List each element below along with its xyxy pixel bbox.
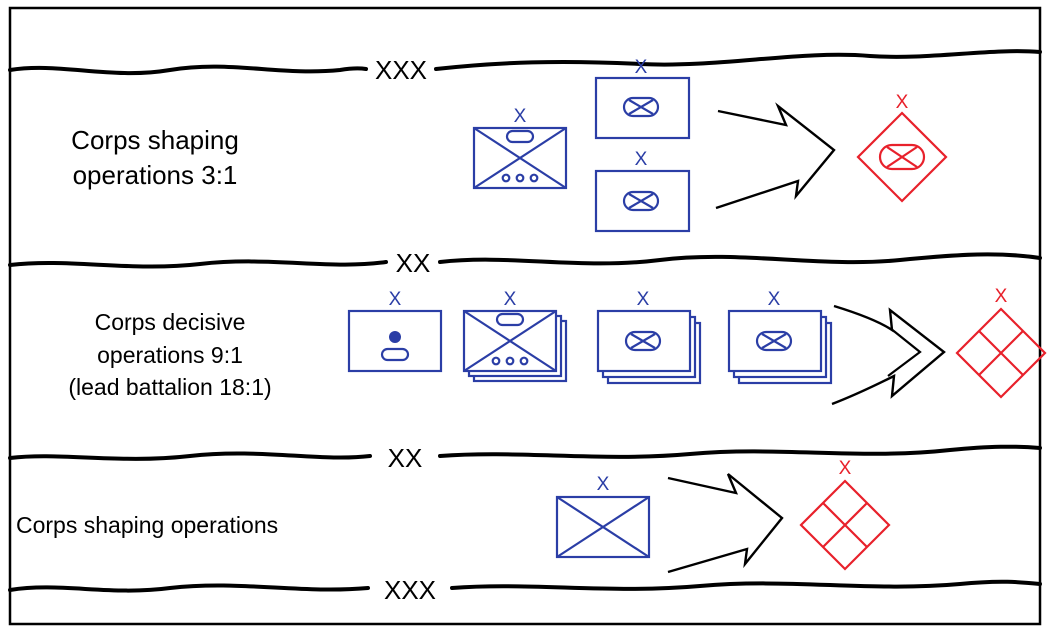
label-line: (lead battalion 18:1) xyxy=(68,374,272,401)
label-line: Corps shaping operations xyxy=(16,512,279,538)
boundary-lower-middle-line-right xyxy=(438,444,1042,459)
unit-echelon-label: X xyxy=(389,289,402,310)
wheel-mark xyxy=(501,173,511,183)
unit-echelon-label: X xyxy=(597,474,610,495)
enemy-diamond xyxy=(856,111,948,203)
unit-echelon-label: X xyxy=(514,106,527,127)
attack-arrow xyxy=(831,304,946,406)
wheel-mark xyxy=(491,356,501,366)
zone-shaping-2-label: Corps shaping operations xyxy=(16,510,356,541)
unit-frame xyxy=(727,309,823,373)
arrow-inner-chevron xyxy=(887,327,922,377)
cross-mark xyxy=(556,496,650,558)
unit-echelon-label: X xyxy=(635,149,648,170)
friendly-unit-artillery-armor: X xyxy=(347,289,443,373)
attack-arrow xyxy=(667,473,784,574)
enemy-unit-infantry: X xyxy=(955,286,1047,399)
friendly-unit-armor-stacked: X xyxy=(727,289,833,385)
enemy-diamond xyxy=(955,307,1047,399)
infantry-cross-mark xyxy=(761,333,787,349)
enemy-unit-infantry: X xyxy=(799,458,891,571)
boundary-upper-middle-label: XX xyxy=(396,248,431,278)
wheel-mark xyxy=(529,173,539,183)
label-line: Corps shaping xyxy=(71,125,239,155)
armor-oval-mark xyxy=(622,190,660,212)
enemy-grid-lines xyxy=(822,502,868,548)
boundary-bottom-label: XXX xyxy=(384,575,436,605)
friendly-unit-armor-stacked: X xyxy=(596,289,702,385)
cross-mark xyxy=(463,310,557,372)
boundary-lower-middle-label: XX xyxy=(388,443,423,473)
zone-shaping-1-label: Corps shaping operations 3:1 xyxy=(50,123,260,192)
enemy-echelon-label: X xyxy=(995,286,1008,307)
cross-mark xyxy=(473,127,567,189)
label-line: Corps decisive xyxy=(94,309,246,335)
armor-oval-mark xyxy=(505,129,535,144)
wheel-mark xyxy=(519,356,529,366)
label-line: operations 9:1 xyxy=(97,341,243,368)
friendly-unit-armor-cavalry: X xyxy=(472,106,568,190)
infantry-cross-mark xyxy=(630,333,656,349)
artillery-dot xyxy=(389,331,401,343)
armor-oval-mark xyxy=(380,347,410,362)
label-line: operations 3:1 xyxy=(72,159,238,190)
diagram-frame xyxy=(8,6,1042,626)
enemy-echelon-label: X xyxy=(896,92,909,113)
armor-oval-mark xyxy=(755,330,793,352)
wheel-mark xyxy=(515,173,525,183)
boundary-lower-middle-line-left xyxy=(8,451,372,461)
boundary-top: XXX xyxy=(8,49,1042,85)
unit-echelon-label: X xyxy=(768,289,781,310)
friendly-unit-armor: X xyxy=(594,57,691,140)
zone-decisive-label: Corps decisive operations 9:1 (lead batt… xyxy=(30,306,310,404)
boundary-upper-middle-line-right xyxy=(438,252,1042,266)
enemy-grid-lines xyxy=(978,330,1024,376)
infantry-cross-mark xyxy=(628,99,654,115)
enemy-diamond xyxy=(799,479,891,571)
zone-shaping-2-units: X X xyxy=(555,458,891,574)
attack-arrow xyxy=(715,102,836,210)
friendly-unit-armor: X xyxy=(594,149,691,233)
boundary-bottom: XXX xyxy=(8,575,1042,605)
unit-echelon-label: X xyxy=(635,57,648,78)
infantry-cross-mark xyxy=(886,146,918,168)
boundary-bottom-line-left xyxy=(8,583,370,593)
infantry-cross-mark xyxy=(628,193,654,209)
boundary-top-line-left xyxy=(8,64,368,76)
boundary-lower-middle: XX xyxy=(8,443,1042,473)
boundary-top-line-right xyxy=(434,49,1042,71)
unit-echelon-label: X xyxy=(637,289,650,310)
armor-oval-mark xyxy=(622,96,660,118)
armor-oval-mark xyxy=(495,312,525,327)
boundary-upper-middle-line-left xyxy=(8,259,388,269)
boundary-bottom-line-right xyxy=(450,579,1042,591)
unit-frame xyxy=(594,169,691,233)
enemy-unit-armor: X xyxy=(856,92,948,203)
armor-oval-mark xyxy=(624,330,662,352)
armor-oval-mark xyxy=(878,143,926,171)
boundary-top-label: XXX xyxy=(375,55,427,85)
zone-decisive-units: X X X xyxy=(347,286,1047,406)
friendly-unit-infantry: X xyxy=(555,474,651,559)
boundary-upper-middle: XX xyxy=(8,248,1042,278)
zone-shaping-1-units: X X X xyxy=(472,57,948,233)
wheel-mark xyxy=(505,356,515,366)
friendly-unit-armor-cavalry-stacked: X xyxy=(462,289,568,383)
attack-arrow-decisive xyxy=(831,304,946,406)
unit-echelon-label: X xyxy=(504,289,517,310)
enemy-echelon-label: X xyxy=(839,458,852,479)
